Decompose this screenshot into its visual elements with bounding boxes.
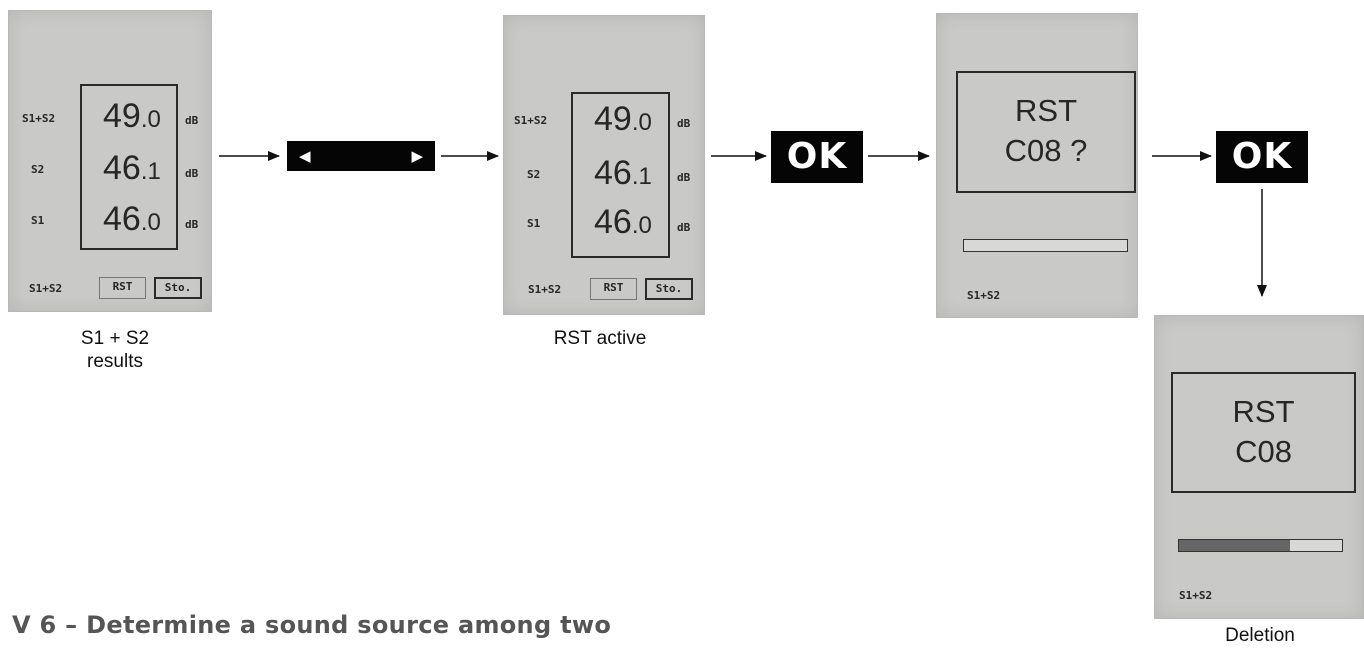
dialog-line: C08 ? (1004, 133, 1088, 168)
lcd-screen-deletion: RST C08 S1+S2 (1154, 315, 1364, 619)
reading-value: 46.0 (103, 200, 161, 238)
ok-button[interactable]: OK (771, 131, 863, 183)
unit-label: dB (185, 218, 199, 231)
lcd-screen-confirm: RST C08 ? S1+S2 (936, 13, 1138, 318)
right-arrow-icon[interactable]: ▶ (411, 147, 423, 165)
rst-softkey[interactable]: RST (99, 277, 146, 299)
readings-frame (571, 92, 670, 258)
confirm-dialog: RST C08 ? (956, 71, 1136, 193)
dialog-line: RST (1015, 93, 1077, 128)
sto-softkey[interactable]: Sto. (645, 278, 693, 300)
progress-bar (963, 239, 1128, 252)
footer-label: S1+S2 (967, 289, 1001, 302)
unit-label: dB (185, 114, 199, 127)
reading-value: 46.1 (594, 154, 652, 192)
row-label: S1 (31, 214, 45, 227)
reading-value: 46.0 (594, 203, 652, 241)
sto-softkey[interactable]: Sto. (154, 277, 202, 299)
row-label: S2 (527, 168, 541, 181)
footer-label: S1+S2 (1179, 589, 1213, 602)
caption-deletion: Deletion (1225, 625, 1295, 646)
unit-label: dB (677, 221, 691, 234)
lcd-screen-rst-active: S1+S2 49.0 dB S2 46.1 dB S1 46.0 dB S1+S… (503, 15, 705, 315)
row-label: S1+S2 (514, 114, 548, 127)
progress-fill (1179, 540, 1290, 551)
footer-label: S1+S2 (29, 282, 63, 295)
ok-button[interactable]: OK (1216, 131, 1308, 183)
readings-frame (80, 84, 178, 250)
left-arrow-icon[interactable]: ◀ (299, 147, 311, 165)
row-label: S2 (31, 163, 45, 176)
unit-label: dB (677, 171, 691, 184)
row-label: S1+S2 (22, 112, 56, 125)
dialog-line: RST (1232, 394, 1295, 429)
deletion-dialog: RST C08 (1171, 372, 1356, 493)
nav-arrow-keys[interactable]: ◀ ▶ (287, 141, 435, 171)
reading-value: 49.0 (103, 97, 161, 135)
reading-value: 46.1 (103, 149, 161, 187)
section-title: V 6 – Determine a sound source among two (12, 611, 612, 639)
caption-results: S1 + S2 results (80, 328, 150, 372)
unit-label: dB (185, 167, 199, 180)
unit-label: dB (677, 117, 691, 130)
dialog-line: C08 (1235, 434, 1292, 469)
reading-value: 49.0 (594, 100, 652, 138)
lcd-screen-results: S1+S2 49.0 dB S2 46.1 dB S1 46.0 dB S1+S… (8, 10, 212, 312)
progress-bar (1178, 539, 1343, 552)
row-label: S1 (527, 217, 541, 230)
rst-softkey[interactable]: RST (590, 278, 637, 300)
footer-label: S1+S2 (528, 283, 562, 296)
caption-rst-active: RST active (553, 328, 647, 349)
